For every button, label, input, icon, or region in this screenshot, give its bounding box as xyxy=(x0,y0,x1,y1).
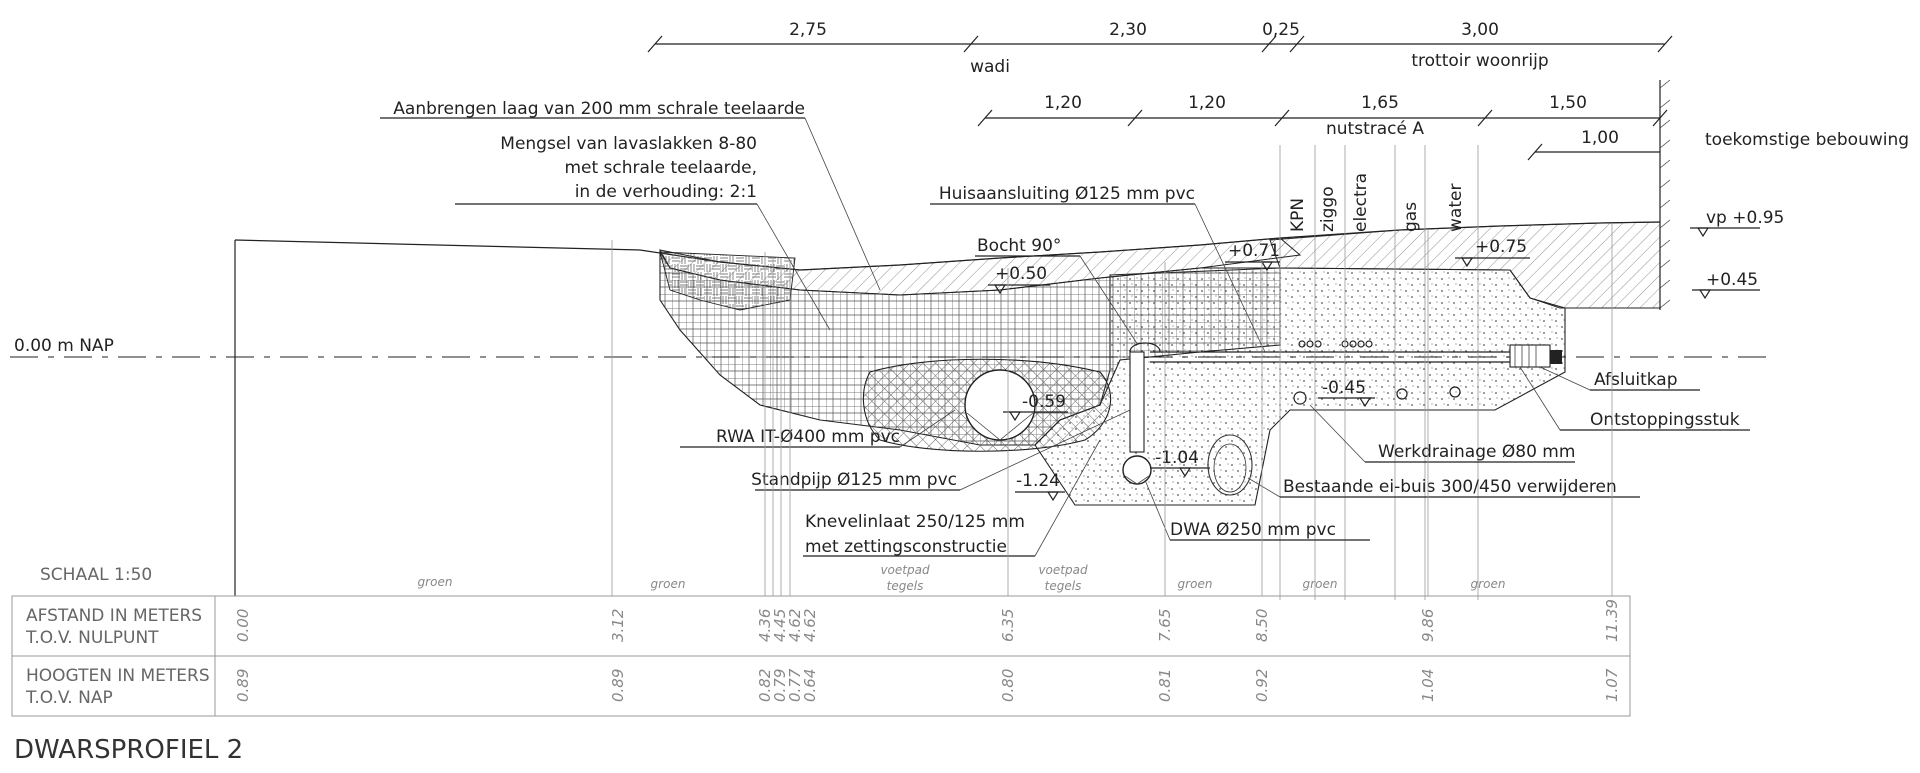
dim-2-75: 2,75 xyxy=(789,20,827,40)
utility-columns: KPN ziggo electra gas water xyxy=(1279,145,1479,600)
height-cell: 0.92 xyxy=(1253,669,1271,702)
huisaansluiting-pipe xyxy=(1150,344,1562,368)
surface-groen-5: groen xyxy=(1471,577,1506,591)
level-071: +0.71 xyxy=(1228,241,1280,261)
dist-cell: 8.50 xyxy=(1253,609,1271,642)
height-cell: 0.82 xyxy=(756,669,774,702)
level-m045: -0.45 xyxy=(1322,378,1366,398)
dim-1-20-a: 1,20 xyxy=(1044,93,1082,113)
label-werkdrainage: Werkdrainage Ø80 mm xyxy=(1378,442,1575,462)
dwa-pipe xyxy=(1122,455,1152,485)
utility-ziggo: ziggo xyxy=(1318,186,1338,232)
label-huisaansluiting: Huisaansluiting Ø125 mm pvc xyxy=(939,184,1195,204)
level-m104: -1.04 xyxy=(1155,448,1199,468)
row1-header-1: AFSTAND IN METERS xyxy=(26,606,202,626)
surface-tegels-1: tegels xyxy=(887,579,924,593)
zone-wadi: wadi xyxy=(970,57,1010,77)
dist-cell: 4.36 xyxy=(756,609,774,642)
werkdrainage xyxy=(1293,386,1461,405)
height-cell: 0.81 xyxy=(1156,669,1174,702)
label-standpijp: Standpijp Ø125 mm pvc xyxy=(751,470,957,490)
label-mengsel-3: in de verhouding: 2:1 xyxy=(575,182,757,202)
dim-1-00: 1,00 xyxy=(1581,128,1619,148)
surface-labels: groen groen voetpad tegels voetpad tegel… xyxy=(418,563,1506,593)
utility-gas: gas xyxy=(1401,202,1421,232)
label-dwa: DWA Ø250 mm pvc xyxy=(1170,520,1336,540)
scale-label: SCHAAL 1:50 xyxy=(40,565,152,585)
building-facade xyxy=(1659,79,1671,310)
utility-electra: electra xyxy=(1351,173,1371,232)
nap-label: 0.00 m NAP xyxy=(14,336,114,356)
label-mengsel-2: met schrale teelaarde, xyxy=(564,158,757,178)
dim-3-00: 3,00 xyxy=(1461,20,1499,40)
nap-line: 0.00 m NAP xyxy=(10,336,1770,358)
row2-header-1: HOOGTEN IN METERS xyxy=(26,666,210,686)
surface-groen-3: groen xyxy=(1178,577,1213,591)
label-ontstoppingsstuk: Ontstoppingsstuk xyxy=(1590,410,1740,430)
dist-cell: 9.86 xyxy=(1419,609,1437,642)
level-m059: -0.59 xyxy=(1022,392,1066,412)
second-dimension-row: 1,20 1,20 1,65 1,50 nutstracé A 1,00 toe… xyxy=(977,93,1909,161)
station-lines xyxy=(611,224,1613,596)
label-bocht: Bocht 90° xyxy=(977,236,1061,256)
profile-table: AFSTAND IN METERS T.O.V. NULPUNT HOOGTEN… xyxy=(11,595,1631,717)
label-mengsel-1: Mengsel van lavaslakken 8-80 xyxy=(500,134,757,154)
row2-header-2: T.O.V. NAP xyxy=(25,688,113,708)
label-knevel-2: met zettingsconstructie xyxy=(805,537,1007,557)
level-m124: -1.24 xyxy=(1016,471,1060,491)
height-cell: 0.79 xyxy=(771,669,789,702)
dist-cell: 4.62 xyxy=(801,609,819,642)
dist-cell: 3.12 xyxy=(609,609,627,642)
dim-1-65: 1,65 xyxy=(1361,93,1399,113)
level-045: +0.45 xyxy=(1706,270,1758,290)
dist-cell: 6.35 xyxy=(999,609,1017,642)
label-teelaarde: Aanbrengen laag van 200 mm schrale teela… xyxy=(393,99,805,119)
surface-groen-2: groen xyxy=(651,577,686,591)
level-050: +0.50 xyxy=(995,264,1047,284)
height-cell: 0.80 xyxy=(999,669,1017,702)
dim-2-30: 2,30 xyxy=(1109,20,1147,40)
height-cell: 0.89 xyxy=(609,669,627,702)
dist-cell: 7.65 xyxy=(1156,609,1174,642)
dist-cell: 4.45 xyxy=(771,609,789,642)
row1-header-2: T.O.V. NULPUNT xyxy=(25,628,159,648)
label-knevel-1: Knevelinlaat 250/125 mm xyxy=(805,512,1025,532)
dim-0-25: 0,25 xyxy=(1262,20,1300,40)
label-rwa: RWA IT-Ø400 mm pvc xyxy=(716,427,900,447)
label-eibuis: Bestaande ei-buis 300/450 verwijderen xyxy=(1283,477,1617,497)
surface-tegels-2: tegels xyxy=(1045,579,1082,593)
top-dimension-row: 2,75 2,30 0,25 3,00 wadi trottoir woonri… xyxy=(647,20,1673,77)
height-cell: 1.07 xyxy=(1603,668,1621,702)
level-075: +0.75 xyxy=(1475,237,1527,257)
height-cell: 0.64 xyxy=(801,669,819,702)
surface-groen-1: groen xyxy=(418,575,453,589)
level-vp: vp +0.95 xyxy=(1706,208,1784,228)
page-title: DWARSPROFIEL 2 xyxy=(14,735,243,765)
surface-voetpad-1: voetpad xyxy=(880,563,930,577)
zone-trottoir: trottoir woonrijp xyxy=(1411,51,1548,71)
label-afsluitkap: Afsluitkap xyxy=(1594,370,1678,390)
zone-bebouwing: toekomstige bebouwing xyxy=(1705,130,1909,150)
standpijp xyxy=(1129,342,1161,453)
dim-1-50: 1,50 xyxy=(1549,93,1587,113)
surface-voetpad-2: voetpad xyxy=(1038,563,1088,577)
dim-1-20-b: 1,20 xyxy=(1188,93,1226,113)
wadi-edge-fill xyxy=(659,251,796,311)
zone-nutstrace: nutstracé A xyxy=(1326,119,1424,139)
dist-cell: 4.62 xyxy=(786,609,804,642)
surface-groen-4: groen xyxy=(1303,577,1338,591)
annotations: Aanbrengen laag van 200 mm schrale teela… xyxy=(380,99,1750,557)
utility-water: water xyxy=(1446,184,1466,232)
lavaslakken-mix xyxy=(659,250,1281,446)
height-cell: 0.77 xyxy=(786,668,804,702)
dist-cell: 0.00 xyxy=(234,609,252,642)
utility-kpn: KPN xyxy=(1288,198,1308,232)
height-cell: 0.89 xyxy=(234,669,252,702)
height-cell: 1.04 xyxy=(1419,669,1437,702)
rwa-pipe xyxy=(964,369,1036,441)
ei-buis xyxy=(1207,434,1253,496)
dist-cell: 11.39 xyxy=(1603,599,1621,642)
